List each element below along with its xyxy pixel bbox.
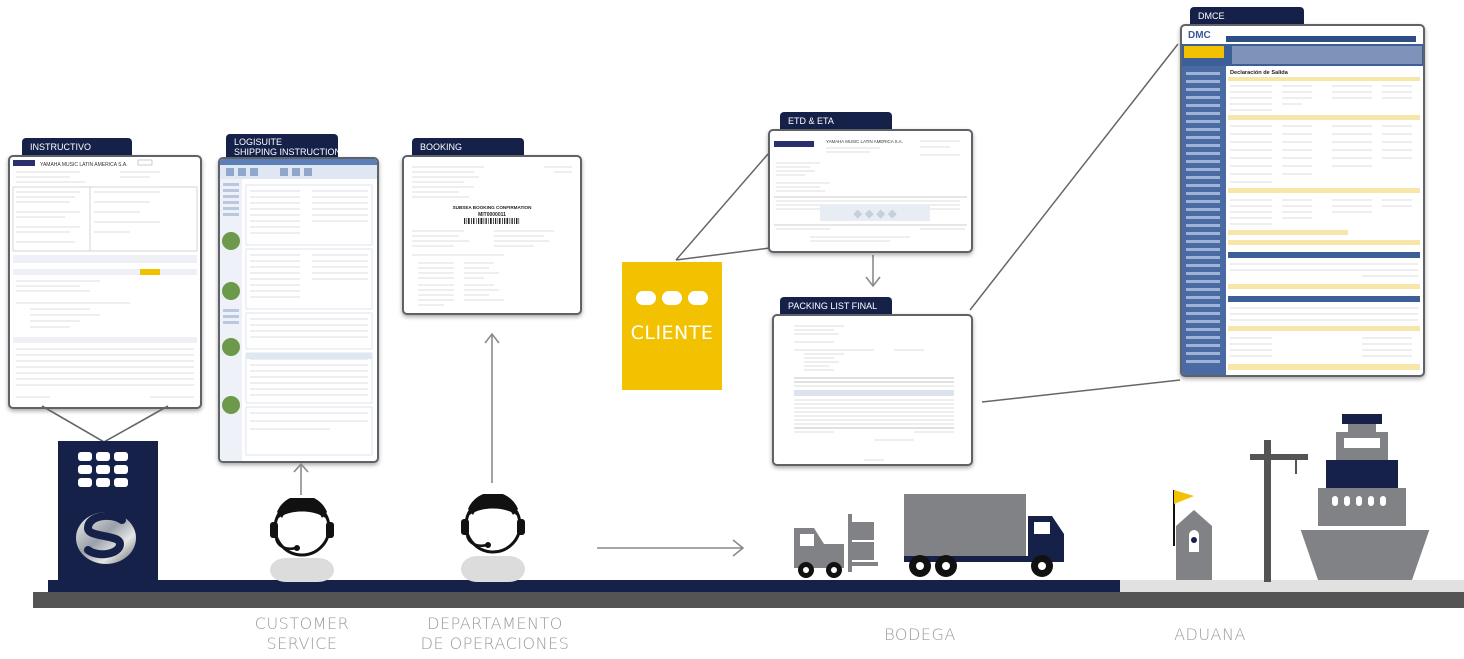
- arrow-up-customer-service: [293, 462, 309, 495]
- stage-operaciones-line2: DE OPERACIONES: [420, 634, 570, 653]
- tab-booking: BOOKING: [412, 138, 524, 156]
- arrow-up-operaciones: [484, 332, 500, 483]
- stage-aduana: ADUANA: [1174, 625, 1246, 644]
- stage-label-bodega: BODEGA: [860, 625, 980, 645]
- tab-instructivo-label: INSTRUCTIVO: [30, 142, 92, 152]
- arrow-down-etd-to-packing: [865, 255, 881, 288]
- client-dots-icon: [636, 291, 708, 305]
- customs-booth-icon: [1173, 490, 1212, 580]
- dmce-logo: DMC: [1188, 30, 1211, 41]
- arrow-right-to-bodega: [597, 539, 745, 557]
- tab-etd-eta: ETD & ETA: [780, 112, 892, 130]
- operaciones-agent-icon: [461, 494, 525, 582]
- stage-label-customer-service: CUSTOMER SERVICE: [222, 614, 382, 654]
- tab-logisuite: LOGISUITE SHIPPING INSTRUCTION: [226, 134, 342, 158]
- truck-icon: [904, 494, 1064, 577]
- etd-company: YAMAHA MUSIC LATIN AMERICA S.A.: [826, 139, 903, 144]
- tab-booking-label: BOOKING: [420, 142, 463, 152]
- customer-service-agent-icon: [270, 498, 334, 582]
- tab-dmce-label: DMCE: [1198, 11, 1225, 21]
- document-etd-eta: YAMAHA MUSIC LATIN AMERICA S.A. ◆ ◆ ◆ ◆: [768, 129, 973, 253]
- tab-dmce: DMCE: [1190, 7, 1304, 25]
- client-label: CLIENTE: [630, 322, 714, 344]
- document-dmce: DMC Declaración de Salida: [1180, 24, 1425, 377]
- dmce-title: Declaración de Salida: [1230, 70, 1289, 76]
- tab-packing-list-label: PACKING LIST FINAL: [788, 301, 878, 311]
- tab-logisuite-line1: LOGISUITE: [234, 137, 283, 147]
- svg-text:◆ ◆ ◆ ◆: ◆ ◆ ◆ ◆: [852, 208, 897, 220]
- crane-icon: [1250, 440, 1308, 582]
- tab-packing-list: PACKING LIST FINAL: [780, 297, 892, 315]
- company-logo-icon: [76, 511, 136, 564]
- stage-operaciones-line1: DEPARTAMENTO: [427, 614, 563, 633]
- building-windows-icon: [78, 452, 128, 487]
- stage-label-operaciones: DEPARTAMENTO DE OPERACIONES: [400, 614, 590, 654]
- tab-etd-eta-label: ETD & ETA: [788, 116, 834, 126]
- stage-customer-service-line2: SERVICE: [266, 634, 338, 653]
- road-gray-segment: [1120, 580, 1464, 592]
- document-booking: SUBSEA BOOKING CONFIRMATION MIT0000011: [402, 155, 582, 315]
- stage-customer-service-line1: CUSTOMER: [254, 614, 350, 633]
- road: [33, 592, 1464, 608]
- tab-logisuite-line2: SHIPPING INSTRUCTION: [234, 147, 342, 157]
- document-logisuite: [218, 157, 379, 463]
- instructivo-callout: [41, 405, 169, 443]
- ship-icon: [1300, 414, 1430, 580]
- forklift-icon: [794, 514, 878, 578]
- document-packing-list: [772, 314, 973, 466]
- road-navy-segment: [48, 580, 1120, 592]
- booking-number: MIT0000011: [478, 212, 506, 218]
- client-callout-lines: [675, 153, 771, 261]
- document-instructivo: YAMAHA MUSIC LATIN AMERICA S.A.: [8, 155, 202, 409]
- client-box: [622, 262, 722, 390]
- instructivo-company: YAMAHA MUSIC LATIN AMERICA S.A.: [40, 162, 128, 168]
- stage-label-aduana: ADUANA: [1150, 625, 1270, 645]
- stage-bodega: BODEGA: [884, 625, 956, 644]
- booking-title: SUBSEA BOOKING CONFIRMATION: [453, 205, 533, 210]
- dmce-callout-lines: [969, 43, 1181, 403]
- tab-instructivo: INSTRUCTIVO: [22, 138, 132, 156]
